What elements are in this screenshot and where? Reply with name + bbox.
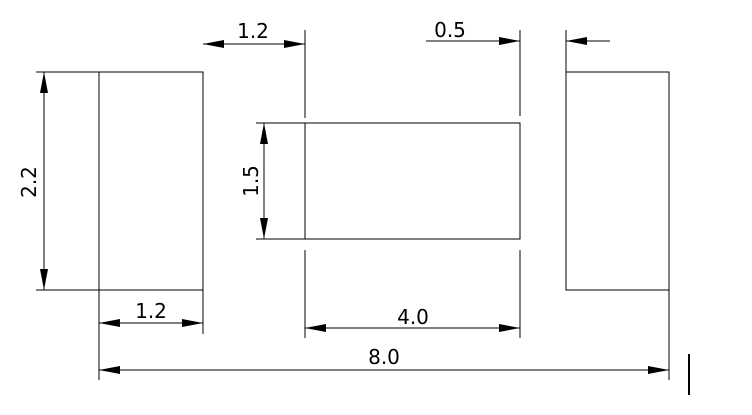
dim-left-height: 2.2 <box>17 71 99 291</box>
dim-top-right-gap: 0.5 <box>426 18 610 116</box>
dim-top-right-gap-label: 0.5 <box>434 18 466 42</box>
dim-left-width: 1.2 <box>98 290 204 380</box>
dim-overall-width-label: 8.0 <box>368 345 400 369</box>
dim-center-width-label: 4.0 <box>397 305 429 329</box>
dim-overall-width: 8.0 <box>99 290 670 380</box>
dim-left-height-label: 2.2 <box>17 166 41 198</box>
dim-center-height-label: 1.5 <box>239 165 263 197</box>
dim-center-height: 1.5 <box>239 122 305 240</box>
dim-top-gap: 1.2 <box>203 19 306 118</box>
center-pad <box>304 122 521 240</box>
left-pad <box>98 71 204 291</box>
dim-top-gap-label: 1.2 <box>237 19 269 43</box>
dim-center-width: 4.0 <box>304 250 521 338</box>
right-pad <box>565 71 670 291</box>
dim-left-width-label: 1.2 <box>135 299 167 323</box>
